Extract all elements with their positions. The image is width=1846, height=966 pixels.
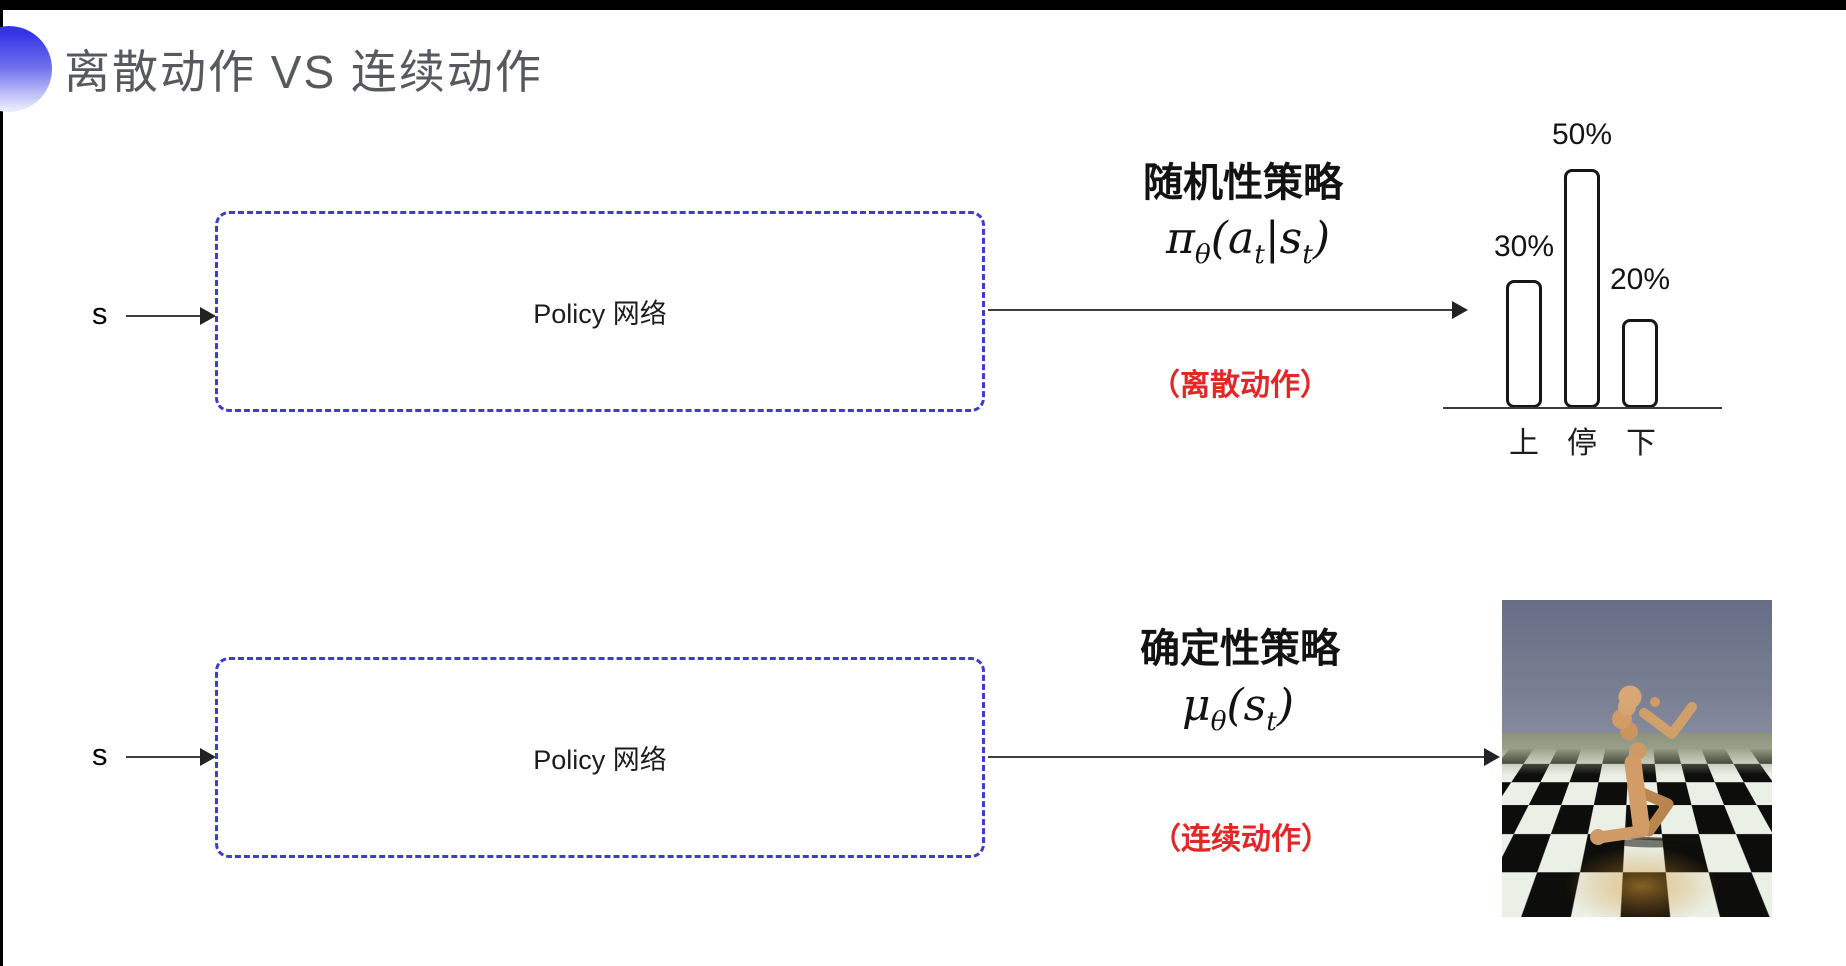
arrow-line [988, 756, 1486, 758]
arrowhead-icon [1484, 748, 1500, 766]
state-input-label-bottom: s [92, 737, 108, 772]
formula-subscript: θ [1194, 238, 1211, 270]
formula-bar: | [1264, 213, 1280, 264]
formula-paren: ( [1226, 680, 1244, 731]
arrow-line [126, 315, 202, 317]
state-input-label-top: s [92, 296, 108, 331]
policy-network-label: Policy 网络 [533, 299, 667, 329]
formula-subscript: t [1302, 238, 1313, 270]
probability-bar [1622, 319, 1658, 408]
sky-background [1502, 600, 1772, 743]
action-probability-chart: 30% 50% 20% 上 停 下 [1443, 110, 1725, 460]
stochastic-policy-formula: πθ(at|st) [1048, 213, 1448, 270]
arrow-line [988, 309, 1454, 311]
probability-bar [1506, 280, 1542, 408]
arrowhead-icon [200, 748, 216, 766]
stochastic-policy-title: 随机性策略 [1143, 161, 1343, 205]
formula-symbol: μ [1181, 680, 1211, 731]
humanoid-robot-illustration [1564, 685, 1720, 917]
formula-arg: s [1243, 680, 1267, 731]
formula-symbol: π [1165, 213, 1195, 264]
formula-paren: ) [1276, 680, 1295, 731]
deterministic-policy-formula: μθ(st) [1038, 680, 1438, 737]
formula-subscript: t [1254, 238, 1265, 270]
formula-subscript: θ [1210, 705, 1227, 737]
bar-value-label: 20% [1609, 263, 1671, 296]
screen-frame-left [0, 0, 3, 966]
arrowhead-icon [200, 307, 216, 325]
formula-subscript: t [1266, 705, 1277, 737]
title-bullet-icon [0, 26, 52, 112]
bar-category-label: 下 [1626, 427, 1656, 460]
bar-value-label: 30% [1493, 230, 1555, 263]
continuous-action-note: （连续动作） [1151, 823, 1331, 856]
probability-bar [1564, 169, 1600, 408]
policy-network-label: Policy 网络 [533, 745, 667, 775]
policy-network-box-bottom: Policy 网络 [215, 657, 985, 858]
mujoco-humanoid-image [1502, 600, 1772, 917]
discrete-action-note: （离散动作） [1150, 369, 1330, 402]
arrowhead-icon [1452, 301, 1468, 319]
chart-baseline [1443, 407, 1722, 409]
formula-paren: ) [1312, 213, 1331, 264]
bar-category-label: 停 [1567, 427, 1597, 460]
policy-network-box-top: Policy 网络 [215, 211, 985, 412]
bar-value-label: 50% [1551, 118, 1613, 151]
bar-category-label: 上 [1509, 427, 1539, 460]
screen-frame-top [0, 0, 1846, 10]
formula-arg: a [1227, 213, 1255, 264]
formula-arg: s [1279, 213, 1303, 264]
formula-paren: ( [1210, 213, 1228, 264]
deterministic-policy-title: 确定性策略 [1140, 627, 1340, 671]
page-title: 离散动作 VS 连续动作 [64, 46, 543, 98]
arrow-line [126, 756, 202, 758]
